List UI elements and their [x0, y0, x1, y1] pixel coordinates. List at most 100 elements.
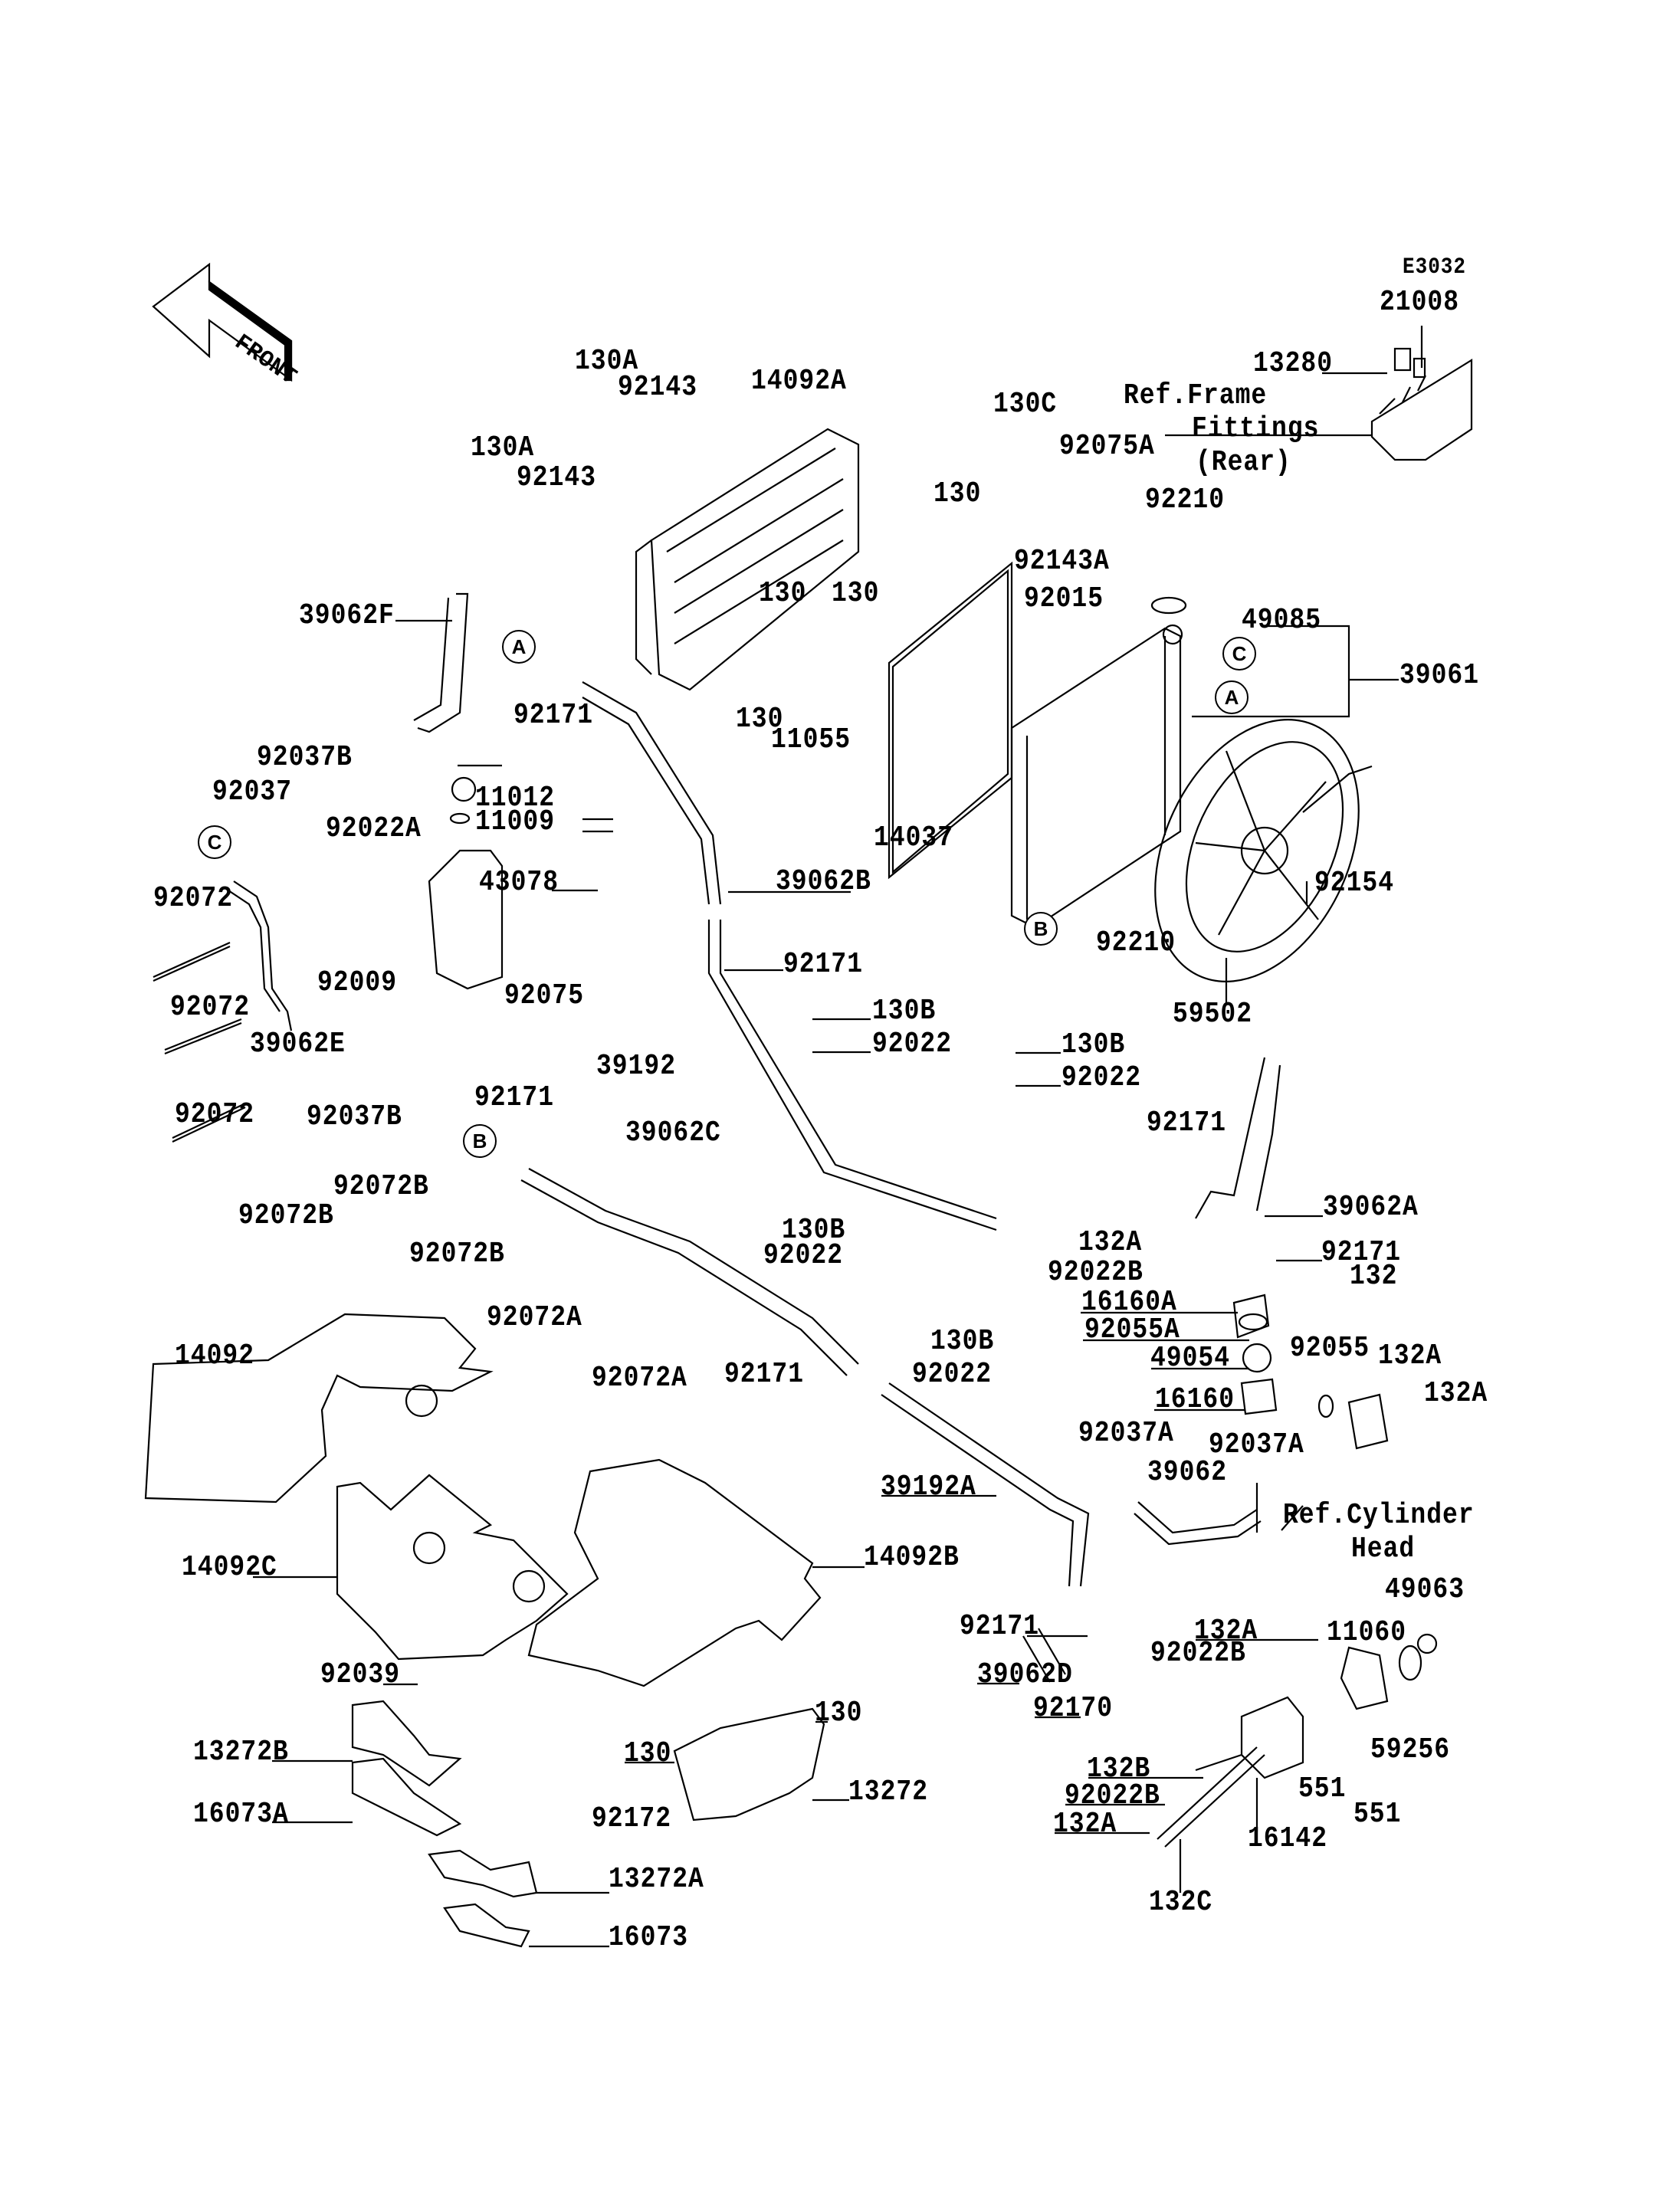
part-label: 92171: [474, 1080, 555, 1114]
part-label: 92171: [960, 1609, 1040, 1643]
part-label: 16142: [1248, 1822, 1328, 1855]
part-label: 16073A: [193, 1797, 289, 1831]
part-label: 14092C: [182, 1550, 277, 1584]
part-label: 13272B: [193, 1735, 289, 1769]
pipe-39192a: [881, 1382, 1090, 1587]
part-label: 132A: [1194, 1614, 1258, 1648]
part-label: 13272A: [609, 1862, 704, 1896]
part-label: 92037B: [307, 1100, 402, 1133]
part-label: 551: [1298, 1772, 1347, 1805]
part-label: 16160: [1155, 1382, 1235, 1416]
ref-label: Ref.Frame: [1124, 379, 1268, 412]
part-label: 92022: [763, 1238, 844, 1272]
part-label: 130B: [782, 1213, 846, 1247]
part-label: 92072A: [592, 1361, 687, 1395]
part-label: 92037B: [257, 740, 353, 774]
leader-lines: [253, 326, 1423, 1948]
part-label: 92075A: [1059, 429, 1155, 463]
part-label: 92037A: [1209, 1428, 1304, 1461]
hose-39062f: [413, 592, 469, 733]
guard-16073: [443, 1903, 530, 1948]
part-label: 49054: [1150, 1341, 1231, 1375]
ref-circle-b: B: [463, 1124, 497, 1158]
radiator-fan: [1154, 719, 1373, 982]
part-label: 92072B: [409, 1237, 505, 1271]
part-label: 92075: [504, 979, 585, 1012]
strap-2: [164, 1018, 242, 1055]
strap-1: [153, 941, 231, 982]
part-label: 39062F: [299, 598, 395, 632]
water-pump: [1157, 1633, 1438, 1848]
ref-label: (Rear): [1196, 445, 1291, 479]
part-label: 39062D: [977, 1658, 1073, 1691]
frame-fittings: [1370, 347, 1473, 461]
part-label: 130B: [872, 994, 937, 1028]
part-label: 92172: [592, 1802, 672, 1835]
part-label: 92171: [1147, 1106, 1227, 1139]
ref-label: Head: [1351, 1532, 1416, 1566]
pipe-39192: [707, 920, 997, 1231]
hose-39062e: [225, 880, 293, 1031]
radiator-shroud: [635, 428, 860, 691]
part-label: 92022A: [326, 812, 422, 845]
part-label: 92022B: [1150, 1636, 1246, 1670]
part-label: 13280: [1253, 346, 1334, 380]
hose-39062c: [520, 1168, 859, 1376]
part-label: 92143: [618, 370, 698, 404]
part-label: 49063: [1385, 1572, 1465, 1606]
part-label: 11060: [1327, 1615, 1407, 1649]
part-label: 43078: [479, 865, 559, 899]
part-label: 92022: [872, 1027, 953, 1061]
hose-39062: [1134, 1501, 1262, 1546]
part-label: 92022B: [1048, 1255, 1144, 1289]
part-label: 130: [759, 576, 807, 610]
guard-13272a: [428, 1849, 538, 1898]
part-label: 92171: [514, 698, 594, 732]
part-label: 132A: [1424, 1376, 1488, 1410]
part-label: 21008: [1380, 285, 1460, 319]
part-label: 92055: [1290, 1331, 1370, 1365]
part-label: 16160A: [1081, 1285, 1177, 1319]
part-label: 92072: [153, 881, 234, 915]
part-label: 49085: [1242, 603, 1322, 637]
part-label: 132B: [1087, 1752, 1151, 1785]
part-label: 92171: [1321, 1235, 1402, 1269]
part-label: 92210: [1096, 926, 1176, 959]
part-label: 130B: [930, 1324, 995, 1358]
part-label: 92072B: [333, 1169, 429, 1203]
ref-circle-a: A: [1215, 680, 1249, 714]
part-label: 92022: [1061, 1061, 1142, 1094]
part-label: 92015: [1024, 582, 1104, 615]
reservoir-tank: [428, 776, 504, 990]
part-label: 132A: [1378, 1339, 1442, 1372]
front-arrow-icon: FRONT: [152, 262, 301, 391]
part-label: 11012: [475, 781, 556, 815]
part-label: 130: [736, 702, 784, 736]
part-label: 132A: [1078, 1225, 1143, 1259]
part-label: 59256: [1370, 1733, 1451, 1766]
guard-16073a: [351, 1757, 462, 1837]
ref-circle-b: B: [1024, 912, 1058, 946]
part-label: 14092: [175, 1339, 255, 1372]
hose-39062a: [1195, 1057, 1281, 1219]
part-label: 92143: [517, 461, 597, 494]
guard-13272: [673, 1707, 825, 1822]
part-label: 130: [624, 1736, 672, 1770]
part-label: 11009: [475, 805, 556, 838]
part-label: 92210: [1145, 483, 1226, 516]
part-label: 130A: [575, 344, 639, 378]
part-label: 92037: [212, 775, 293, 808]
part-label: 551: [1354, 1797, 1402, 1831]
guard-13272b: [351, 1700, 462, 1787]
part-label: 16073: [609, 1920, 689, 1954]
part-label: 130: [934, 477, 982, 510]
part-label: 14092A: [751, 364, 847, 398]
part-label: 39062E: [250, 1027, 346, 1061]
part-label: 92055A: [1084, 1313, 1180, 1346]
ref-circle-c: C: [198, 825, 231, 859]
ref-label: Fittings: [1192, 412, 1320, 445]
part-label: 13272: [848, 1775, 929, 1808]
skid-plate-14092b: [527, 1458, 822, 1687]
